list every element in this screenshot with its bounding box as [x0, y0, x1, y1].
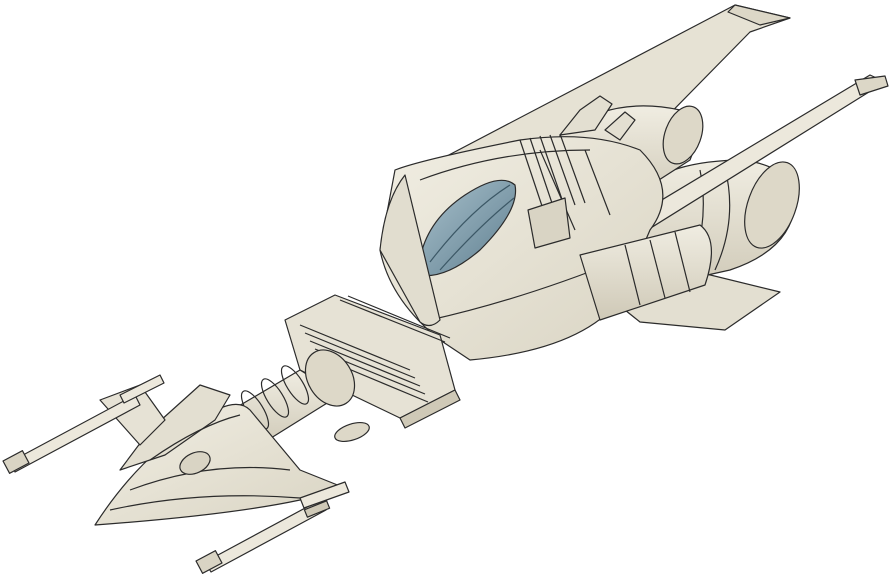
ventral-pod [334, 421, 370, 443]
right-barrel [195, 481, 350, 574]
left-barrel [2, 374, 165, 474]
forward-hull [379, 174, 441, 327]
nose-section [94, 403, 346, 526]
dorsal-spine [559, 95, 613, 136]
cockpit-canopy [417, 179, 517, 277]
nose-sensor [179, 451, 211, 475]
left-canard [99, 384, 166, 446]
ribbed-mid-section [519, 133, 586, 216]
upper-wing-tip [727, 4, 791, 26]
lower-engine [579, 224, 713, 321]
side-intake [527, 197, 571, 249]
